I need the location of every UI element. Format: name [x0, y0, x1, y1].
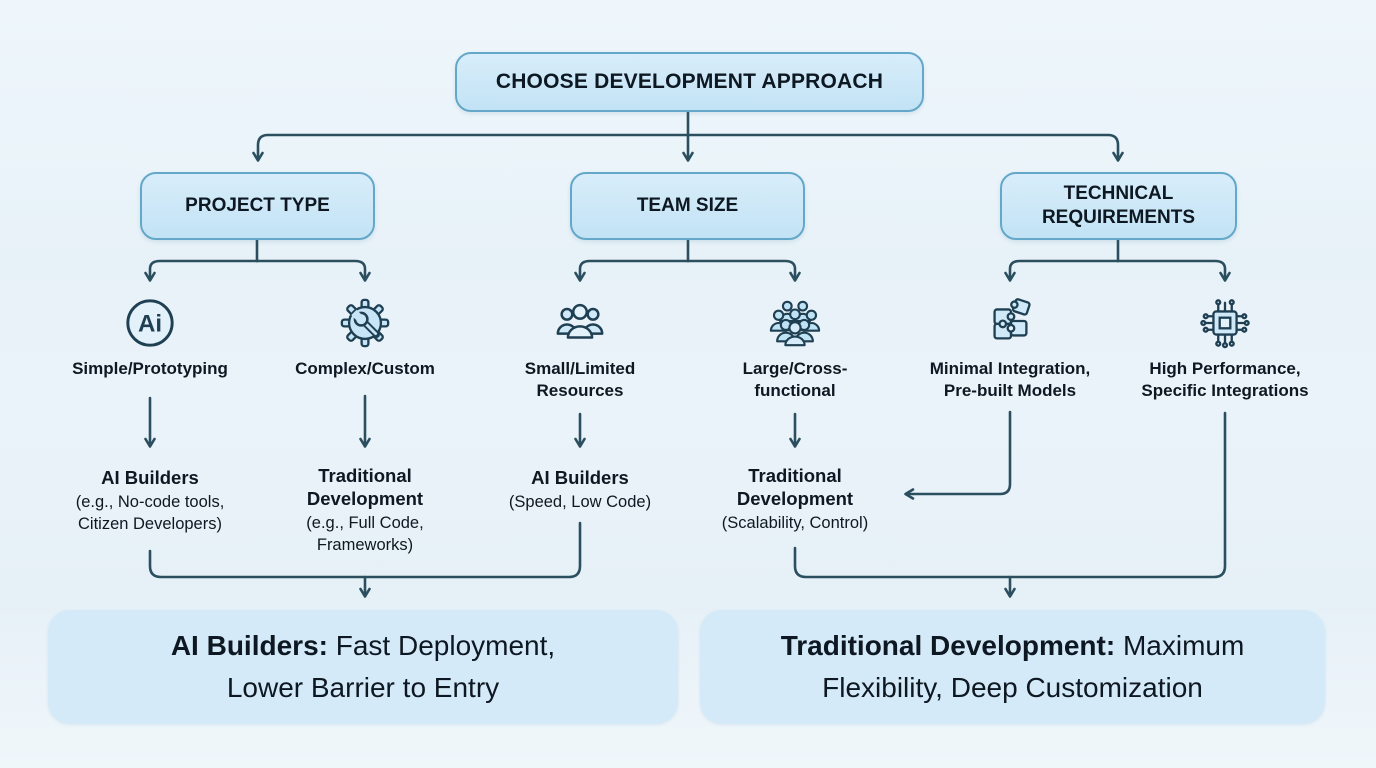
summary-box-ai-builders: AI Builders: Fast Deployment, Lower Barr…	[48, 610, 678, 724]
branch-label: PROJECT TYPE	[185, 195, 330, 217]
outcome-subtitle: (Speed, Low Code)	[508, 493, 652, 511]
outcome-subtitle: (Scalability, Control)	[721, 514, 869, 532]
option-label-complex-custom: Complex/Custom	[295, 359, 435, 378]
option-label-minimal-integration: Minimal Integration, Pre-built Models	[929, 359, 1091, 400]
outcome-title: AI Builders	[101, 467, 199, 488]
outcome-subtitle: (e.g., No-code tools, Citizen Developers…	[75, 493, 225, 533]
outcome-subtitle: (e.g., Full Code, Frameworks)	[306, 514, 424, 554]
outcome-traditional-scalability: Traditional Development (Scalability, Co…	[710, 464, 880, 534]
puzzle-pieces-icon	[983, 294, 1037, 348]
root-node-label: CHOOSE DEVELOPMENT APPROACH	[495, 70, 884, 93]
branch-node-project-type: PROJECT TYPE	[140, 172, 375, 240]
summary-rest: Fast Deployment, Lower Barrier to Entry	[226, 630, 556, 703]
svg-text:Ai: Ai	[138, 311, 162, 338]
outcome-title: Traditional Development	[306, 465, 424, 509]
ai-badge-icon: Ai	[123, 296, 177, 350]
branch-label: TEAM SIZE	[636, 195, 739, 217]
summary-rest: Maximum Flexibility, Deep Customization	[822, 630, 1245, 703]
summary-text: AI Builders: Fast Deployment, Lower Barr…	[138, 625, 588, 709]
team-large-icon	[768, 296, 822, 350]
ai-chip-icon	[1198, 296, 1252, 350]
branch-label: TECHNICAL REQUIREMENTS	[1041, 183, 1196, 228]
option-label-simple-prototyping: Simple/Prototyping	[72, 359, 228, 378]
summary-highlight: Traditional Development:	[780, 630, 1116, 661]
summary-text: Traditional Development: Maximum Flexibi…	[748, 625, 1278, 709]
branch-node-team-size: TEAM SIZE	[570, 172, 805, 240]
outcome-traditional-fullcode: Traditional Development (e.g., Full Code…	[283, 464, 447, 556]
outcome-ai-builders-nocode: AI Builders (e.g., No-code tools, Citize…	[55, 466, 245, 535]
option-label-large-cross-functional: Large/Cross-functional	[742, 359, 848, 400]
outcome-ai-builders-speed: AI Builders (Speed, Low Code)	[480, 466, 680, 513]
option-label-high-performance: High Performance, Specific Integrations	[1141, 359, 1309, 400]
option-label-small-limited-resources: Small/Limited Resources	[524, 359, 636, 400]
team-small-icon	[553, 296, 607, 350]
branch-node-technical-requirements: TECHNICAL REQUIREMENTS	[1000, 172, 1237, 240]
outcome-title: Traditional Development	[736, 465, 854, 509]
summary-box-traditional-development: Traditional Development: Maximum Flexibi…	[700, 610, 1325, 724]
gear-wrench-icon	[338, 296, 392, 350]
summary-highlight: AI Builders:	[170, 630, 328, 661]
root-node-choose-development-approach: CHOOSE DEVELOPMENT APPROACH	[455, 52, 924, 112]
outcome-title: AI Builders	[531, 467, 629, 488]
